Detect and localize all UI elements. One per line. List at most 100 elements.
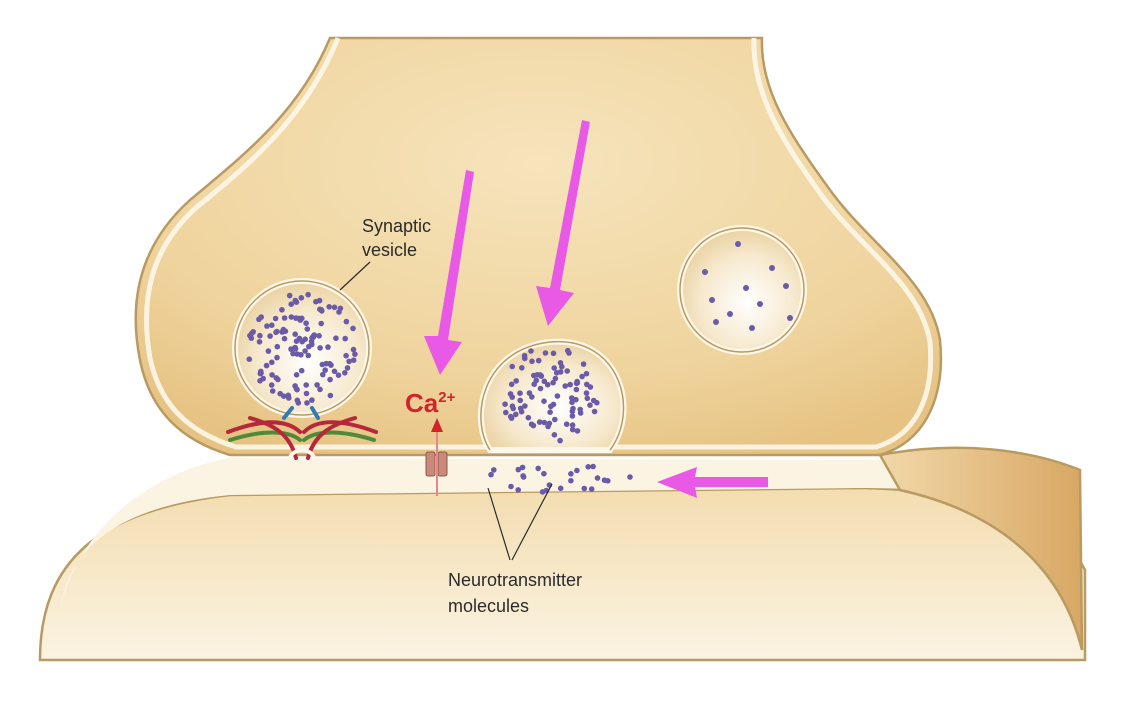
- neurotransmitter-molecule: [272, 315, 279, 322]
- neurotransmitter-molecule: [569, 426, 576, 433]
- neurotransmitter-molecule: [563, 421, 570, 428]
- neurotransmitter-molecule: [317, 345, 323, 351]
- neurotransmitter-molecule: [585, 464, 591, 470]
- neurotransmitter-molecule: [535, 465, 541, 472]
- magenta-arrow-icon-3: [657, 467, 768, 498]
- magenta-arrow-icon: [424, 170, 474, 375]
- neurotransmitter-molecule: [258, 314, 265, 320]
- neurotransmitter-molecule: [331, 368, 338, 375]
- neurotransmitter-molecule: [533, 377, 540, 384]
- neurotransmitter-molecule: [547, 409, 553, 416]
- neurotransmitter-molecule: [303, 390, 310, 397]
- neurotransmitter-molecule: [537, 385, 544, 392]
- neurotransmitter-molecule: [519, 464, 526, 471]
- neurotransmitter-molecule: [515, 487, 521, 493]
- neurotransmitter-molecule: [584, 395, 591, 402]
- neurotransmitter-molecule: [541, 419, 548, 426]
- neurotransmitter-molecule: [541, 470, 547, 477]
- neurotransmitter-molecule: [273, 375, 280, 381]
- neurotransmitter-molecule: [557, 369, 564, 375]
- neurotransmitter-molecule: [513, 411, 519, 418]
- neurotransmitter-pointer-1: [487, 487, 511, 561]
- neurotransmitter-molecule: [519, 365, 525, 371]
- neurotransmitter-molecule: [320, 371, 326, 378]
- neurotransmitter-molecule: [274, 328, 280, 335]
- neurotransmitter-molecule: [288, 301, 295, 308]
- neurotransmitter-molecule: [293, 386, 300, 392]
- neurotransmitter-molecule: [557, 360, 564, 366]
- neurotransmitter-molecule: [313, 298, 319, 305]
- neurotransmitter-molecule: [297, 317, 304, 323]
- neurotransmitter-molecule: [515, 466, 522, 473]
- neurotransmitter-molecule: [274, 354, 280, 361]
- neurotransmitter-molecule: [281, 315, 288, 321]
- synaptic-vesicle-label: Synaptic: [362, 216, 431, 236]
- calcium-channel-icon: [425, 418, 448, 496]
- neurotransmitter-molecule: [269, 359, 275, 366]
- neurotransmitter-molecule: [577, 406, 583, 413]
- neurotransmitter-molecule: [304, 400, 310, 406]
- snare-complex-icon: [226, 406, 378, 460]
- neurotransmitter-molecule: [574, 467, 580, 474]
- neurotransmitter-molecule: [303, 320, 309, 327]
- neurotransmitter-molecule: [295, 400, 302, 406]
- neurotransmitter-molecule: [517, 390, 523, 397]
- neurotransmitter-molecule: [257, 332, 263, 339]
- neurotransmitter-molecule: [280, 326, 287, 333]
- neurotransmitter-molecule: [311, 332, 318, 338]
- neurotransmitter-molecule: [564, 368, 570, 374]
- neurotransmitter-molecule: [529, 358, 535, 365]
- neurotransmitter-molecule: [580, 361, 587, 367]
- neurotransmitter-molecule: [322, 367, 329, 373]
- fusing-vesicle: [477, 338, 627, 453]
- neurotransmitter-molecule: [513, 378, 519, 384]
- neurotransmitter-molecule: [316, 333, 322, 339]
- neurotransmitter-molecule: [520, 473, 526, 479]
- neurotransmitter-molecule: [539, 489, 546, 495]
- neurotransmitter-molecule: [269, 388, 276, 394]
- presynaptic-tail: [878, 446, 1084, 651]
- neurotransmitter-molecule: [277, 390, 284, 397]
- neurotransmitter-molecule: [569, 413, 576, 419]
- neurotransmitter-molecule: [265, 348, 272, 354]
- neurotransmitter-molecule: [528, 348, 534, 354]
- neurotransmitter-molecule: [601, 477, 608, 484]
- neurotransmitter-label-line2: molecules: [448, 596, 529, 616]
- neurotransmitter-molecule: [352, 351, 358, 358]
- neurotransmitter-molecule: [565, 347, 571, 354]
- neurotransmitter-molecule: [263, 362, 270, 369]
- neurotransmitter-molecule: [290, 350, 296, 357]
- calcium-label: Ca2+: [405, 388, 456, 418]
- neurotransmitter-molecule: [579, 373, 585, 380]
- neurotransmitter-molecule: [550, 401, 557, 408]
- neurotransmitter-molecule: [246, 356, 253, 363]
- neurotransmitter-molecule: [583, 370, 590, 377]
- neurotransmitter-molecule: [318, 320, 325, 327]
- neurotransmitter-molecule: [269, 372, 275, 378]
- neurotransmitter-molecule: [590, 463, 596, 470]
- neurotransmitter-molecule: [333, 335, 339, 342]
- neurotransmitter-molecule: [510, 405, 516, 412]
- neurotransmitter-molecule: [509, 363, 515, 370]
- neurotransmitter-molecule: [536, 419, 543, 425]
- neurotransmitter-molecule: [304, 326, 311, 332]
- synaptic-vesicle-label-line2: vesicle: [362, 240, 417, 260]
- neurotransmitter-molecule: [303, 382, 310, 388]
- neurotransmitter-molecule: [581, 485, 588, 492]
- neurotransmitter-molecule: [583, 390, 590, 396]
- neurotransmitter-molecule: [567, 381, 573, 388]
- neurotransmitter-molecule: [542, 350, 549, 356]
- neurotransmitter-molecule: [552, 375, 559, 382]
- neurotransmitter-molecule: [299, 338, 306, 345]
- neurotransmitter-molecule: [344, 365, 351, 371]
- neurotransmitter-molecule: [550, 379, 556, 386]
- neurotransmitter-molecule: [591, 408, 598, 415]
- neurotransmitter-molecule: [573, 396, 579, 403]
- neurotransmitter-molecule: [551, 432, 558, 438]
- neurotransmitter-molecule: [488, 471, 494, 478]
- neurotransmitter-molecule: [331, 304, 338, 311]
- neurotransmitter-molecule: [325, 344, 331, 350]
- neurotransmitter-molecule: [317, 386, 323, 393]
- neurotransmitter-molecule: [256, 339, 263, 345]
- neurotransmitter-molecule: [502, 401, 508, 408]
